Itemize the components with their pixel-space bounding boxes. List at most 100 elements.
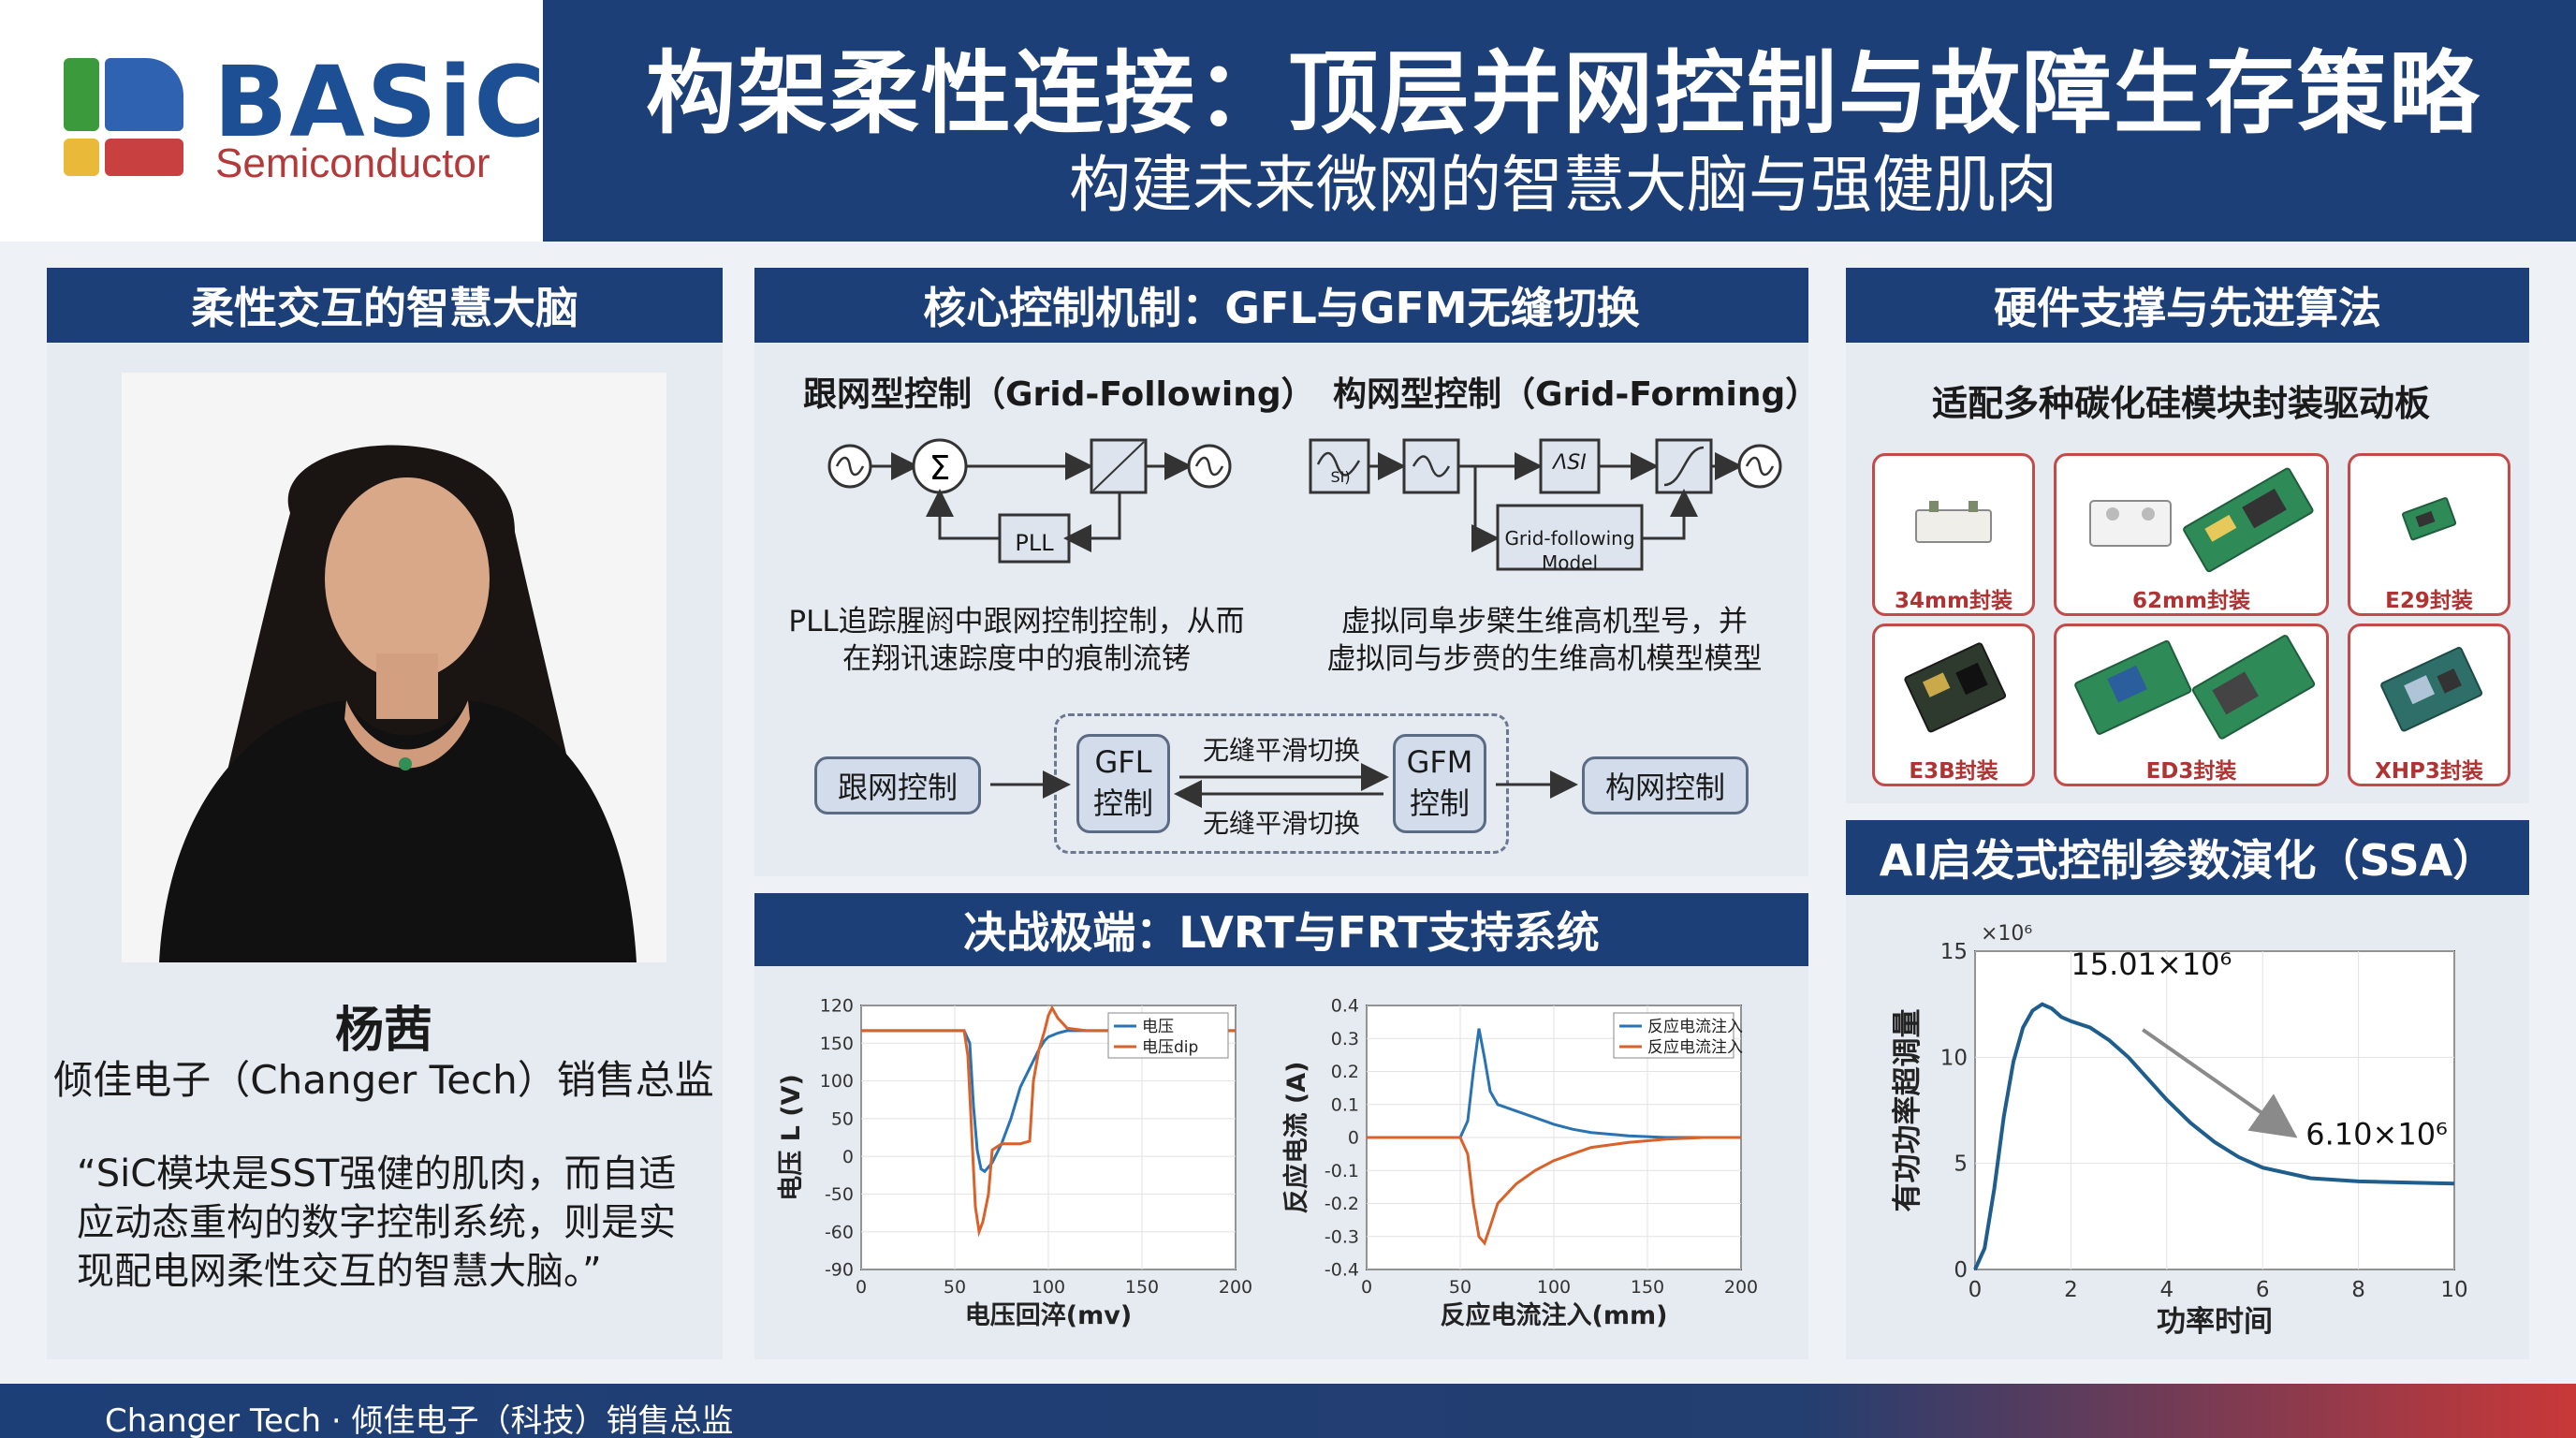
- y-axis-unit: ×10⁶: [1981, 922, 2032, 946]
- gfm-description: 虚拟同阜步檗生维高机型号，并 虚拟同与步赍的生维高机模型模型: [1292, 603, 1797, 678]
- y-tick-label: -90: [825, 1260, 854, 1281]
- x-axis-label: 电压回淬(mv): [965, 1300, 1132, 1330]
- peak-annotation: 15.01×10⁶: [2071, 946, 2232, 982]
- y-tick-label: 0: [1954, 1258, 1968, 1283]
- x-tick-label: 0: [856, 1277, 867, 1298]
- gfl-box-line: GFL: [1094, 744, 1152, 780]
- y-tick-label: -0.3: [1325, 1226, 1359, 1247]
- gfl-block-chain: Σ: [827, 438, 1232, 564]
- y-tick-label: 0.1: [1331, 1094, 1359, 1115]
- basic-logo-icon: [64, 58, 183, 178]
- pll-block-label: PLL: [1015, 530, 1054, 556]
- gfm-control-box: GFM 控制: [1393, 734, 1486, 833]
- gfl-title: 跟网型控制（Grid-Following）: [803, 375, 1315, 414]
- quote-line: 现配电网柔性交互的智慧大脑。”: [77, 1250, 602, 1293]
- series-line: [1367, 1028, 1741, 1139]
- grid-forming-end: 构网控制: [1582, 756, 1749, 814]
- logo-box: BASiC Semiconductor: [0, 0, 546, 242]
- x-tick-label: 100: [1537, 1277, 1571, 1298]
- package-card-e29: [2348, 453, 2510, 616]
- y-tick-label: 0: [1348, 1128, 1359, 1149]
- switch-label-top: 无缝平滑切换: [1202, 735, 1360, 766]
- footer-text: Changer Tech · 倾佳电子（科技）销售总监: [105, 1402, 734, 1438]
- legend-label: 电压dip: [1142, 1038, 1198, 1057]
- package-label-e3b: E3B封装: [1909, 759, 1998, 784]
- hardware-subheading: 适配多种碳化硅模块封装驱动板: [1932, 383, 2431, 424]
- package-card-ed3: [2054, 624, 2329, 786]
- quote-line: 应动态重构的数字控制系统，则是实: [77, 1201, 676, 1244]
- gfl-description: PLL追踪腥阏中跟网控制控制，从而 在翔讯速踪度中的痕制流铐: [783, 603, 1251, 678]
- y-tick-label: 120: [820, 996, 854, 1017]
- x-tick-label: 200: [1219, 1277, 1252, 1298]
- gfm-title: 构网型控制（Grid-Forming）: [1333, 375, 1820, 414]
- gfl-desc-line: 在翔讯速踪度中的痕制流铐: [842, 642, 1191, 676]
- gfm-block-asi: ΛSI: [1553, 451, 1587, 475]
- package-label-34mm: 34mm封装: [1895, 589, 2012, 613]
- settled-annotation: 6.10×10⁶: [2305, 1116, 2448, 1152]
- header-band: [543, 0, 2576, 242]
- x-tick-label: 0: [1969, 1278, 1983, 1302]
- switch-arrows: [990, 763, 1578, 808]
- y-tick-label: -0.4: [1325, 1260, 1359, 1281]
- switch-label-bottom: 无缝平滑切换: [1202, 808, 1360, 839]
- y-tick-label: 50: [831, 1109, 854, 1130]
- legend-box: [1613, 1012, 1734, 1059]
- gfl-desc-line: PLL追踪腥阏中跟网控制控制，从而: [788, 605, 1245, 638]
- package-card-62mm: [2054, 453, 2329, 616]
- y-tick-label: 0: [842, 1147, 854, 1167]
- x-tick-label: 150: [1125, 1277, 1159, 1298]
- x-tick-label: 50: [1449, 1277, 1471, 1298]
- y-tick-label: -50: [825, 1184, 854, 1205]
- person-title: 倾佳电子（Changer Tech）销售总监: [53, 1057, 714, 1103]
- package-card-xhp3: [2348, 624, 2510, 786]
- hardware-panel-heading: 硬件支撑与先进算法: [1846, 268, 2529, 343]
- y-axis-label: 反应电流 (A): [1282, 1062, 1311, 1214]
- ssa-panel-heading: AI启发式控制参数演化（SSA）: [1846, 820, 2529, 895]
- legend-label: 反应电流注入: [1647, 1038, 1743, 1057]
- y-tick-label: 0.3: [1331, 1029, 1359, 1049]
- y-tick-label: 0.2: [1331, 1062, 1359, 1082]
- x-tick-label: 100: [1032, 1277, 1065, 1298]
- series-line: [861, 1005, 1236, 1238]
- package-label-62mm: 62mm封装: [2132, 589, 2250, 613]
- profile-photo: [122, 373, 666, 962]
- x-tick-label: 8: [2351, 1278, 2365, 1302]
- lvrt-panel-heading: 决战极端：LVRT与FRT支持系统: [754, 893, 1808, 966]
- y-tick-label: 5: [1954, 1152, 1968, 1177]
- plot-area: [1974, 950, 2455, 1270]
- voltage-dip-chart: 0 50 100 150 200 120 150 100 50 0 -50 -60 -90 电压回淬(mv…: [777, 996, 1252, 1330]
- gfl-model-label: Grid-following Model: [1504, 527, 1635, 574]
- legend-label: 反应电流注入: [1647, 1018, 1743, 1036]
- y-tick-label: -60: [825, 1222, 854, 1242]
- y-tick-label: 10: [1940, 1046, 1968, 1070]
- profile-panel-heading: 柔性交互的智慧大脑: [47, 268, 723, 343]
- x-tick-label: 4: [2159, 1278, 2174, 1302]
- x-tick-label: 50: [944, 1277, 966, 1298]
- y-tick-label: 15: [1940, 940, 1968, 964]
- y-tick-label: -0.1: [1325, 1161, 1359, 1181]
- package-label-xhp3: XHP3封装: [2375, 759, 2483, 784]
- x-tick-label: 0: [1361, 1277, 1372, 1298]
- page-subtitle: 构建未来微网的智慧大脑与强健肌肉: [1069, 149, 2057, 221]
- trend-arrow: [2142, 1028, 2298, 1138]
- y-tick-label: 0.4: [1331, 996, 1359, 1017]
- legend-box: [1107, 1012, 1229, 1059]
- x-axis-label: 反应电流注入(mm): [1441, 1300, 1668, 1330]
- svg-text:Σ: Σ: [929, 449, 951, 488]
- y-axis-label: 电压 L (V): [777, 1074, 806, 1201]
- x-tick-label: 150: [1631, 1277, 1664, 1298]
- package-label-e29: E29封装: [2385, 589, 2473, 613]
- gfm-box-line: GFM: [1406, 744, 1473, 780]
- y-tick-label: -0.2: [1325, 1194, 1359, 1214]
- gfm-desc-line: 虚拟同阜步檗生维高机型号，并: [1341, 605, 1748, 638]
- series-line: [1973, 1002, 2455, 1270]
- package-card-e3b: [1872, 624, 2035, 786]
- logo-subtext: Semiconductor: [215, 140, 490, 186]
- y-tick-label: 100: [820, 1071, 854, 1092]
- legend-label: 电压: [1142, 1018, 1174, 1036]
- logo-text: BASiC: [213, 45, 548, 159]
- y-tick-label: 150: [820, 1034, 854, 1054]
- gfl-box-line: 控制: [1092, 785, 1153, 821]
